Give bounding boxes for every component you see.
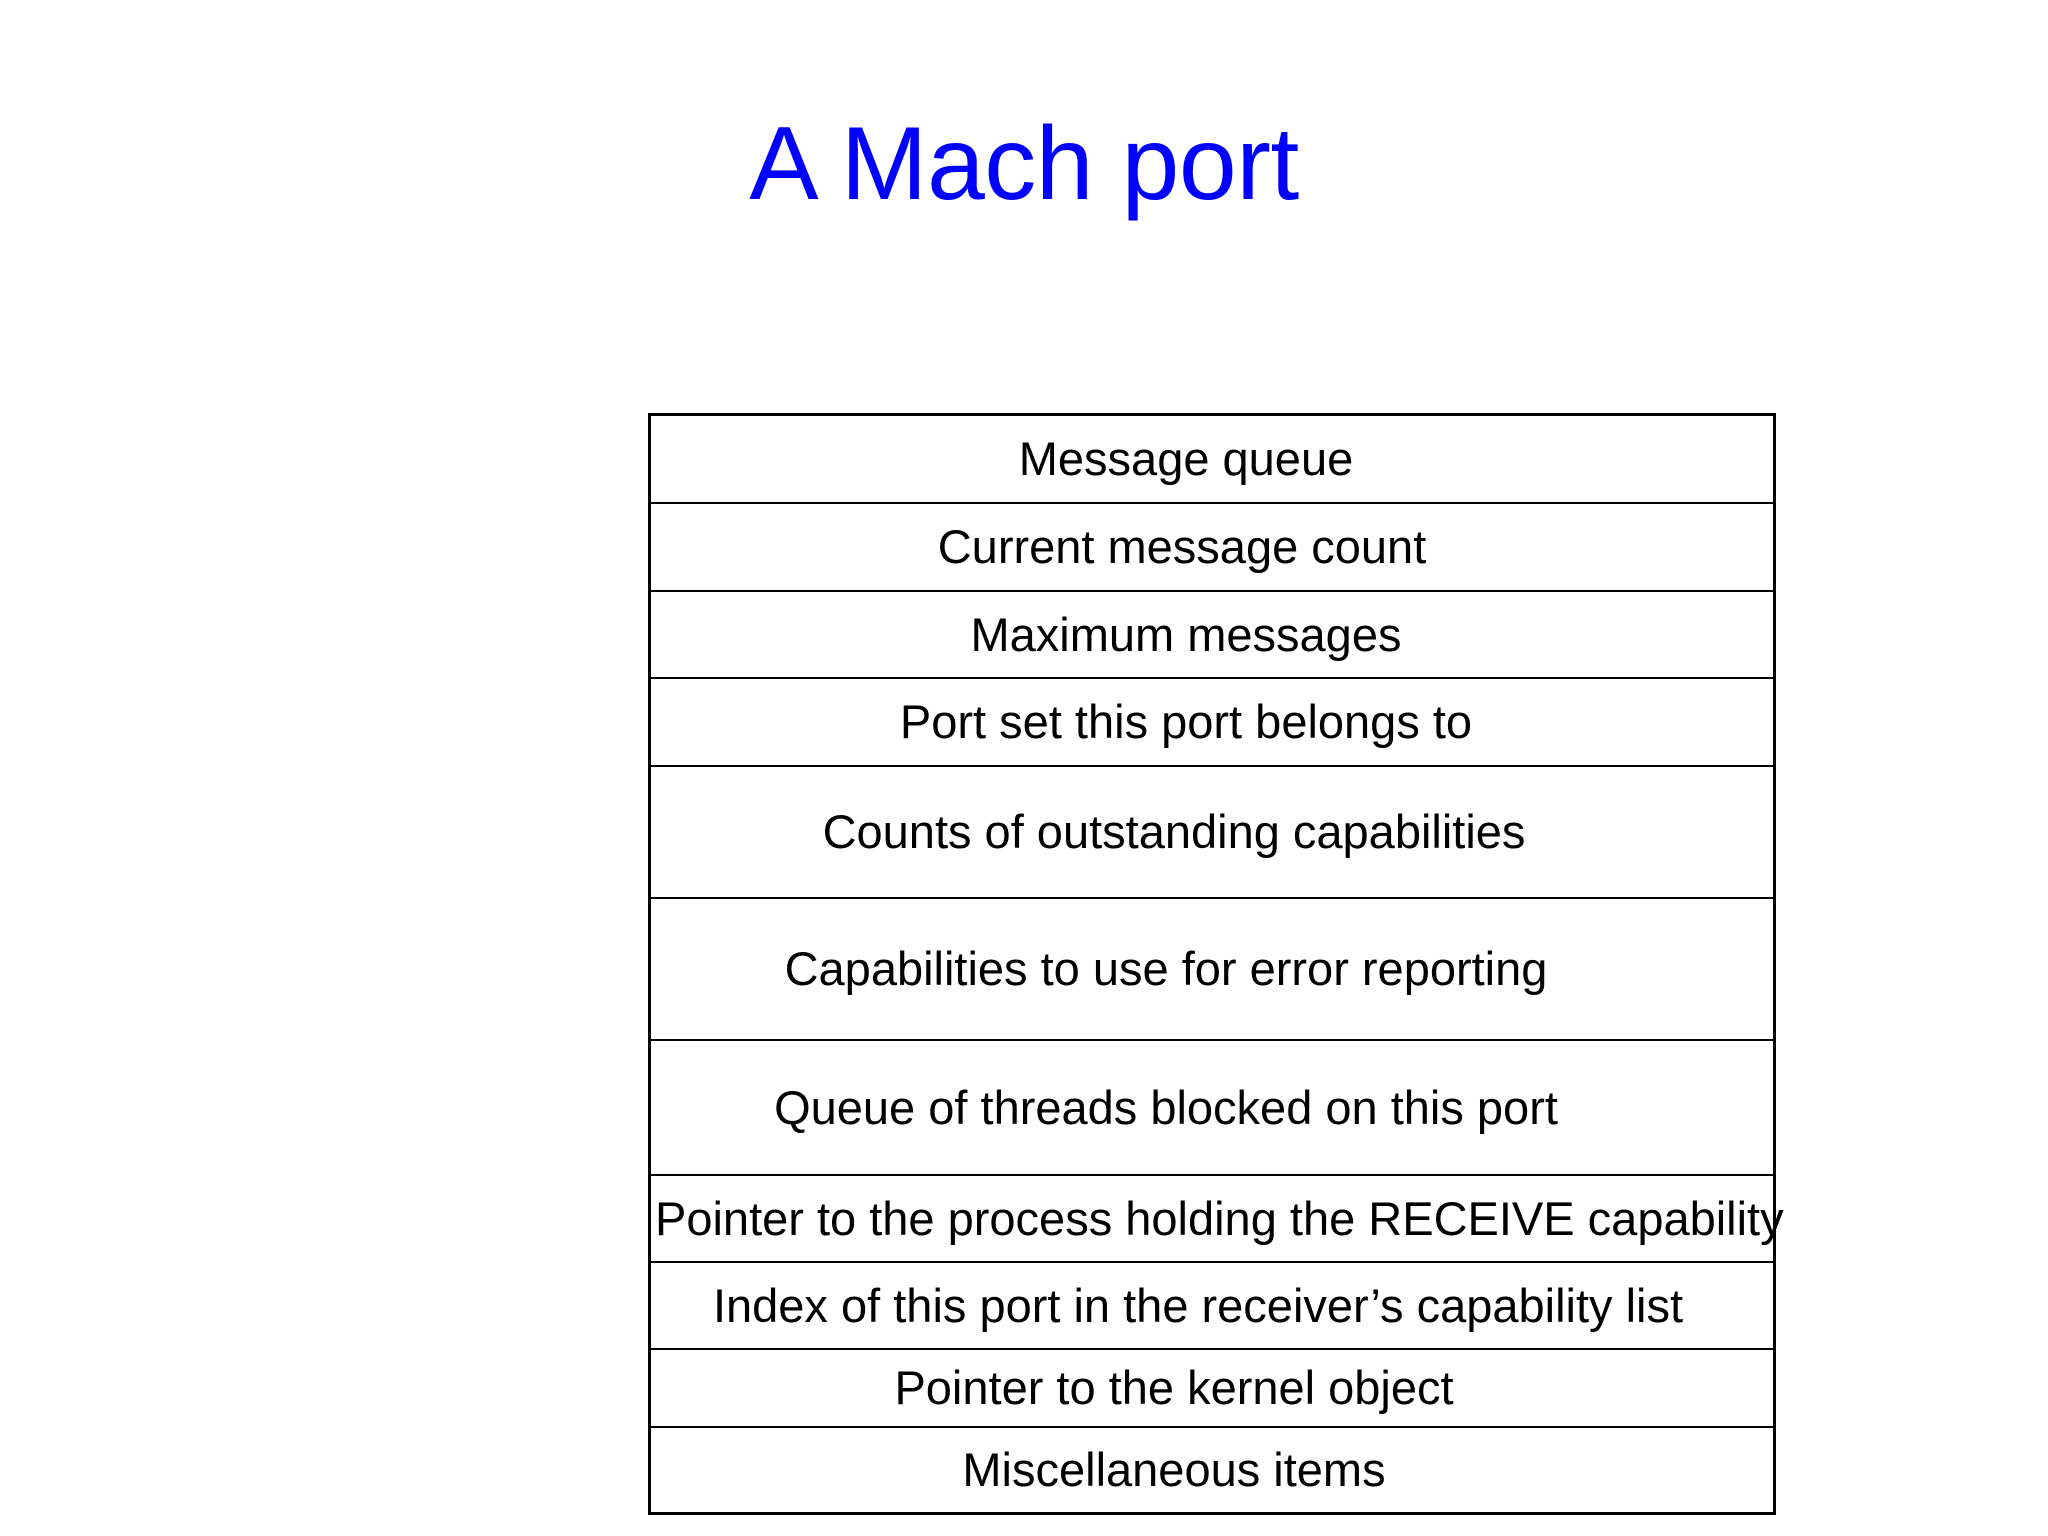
table-row: Pointer to the process holding the RECEI…	[651, 1176, 1784, 1263]
table-row: Current message count	[651, 504, 1773, 592]
row-label-port-index-in-capability-list: Index of this port in the receiver’s cap…	[712, 1278, 1684, 1332]
row-label-error-reporting-capabilities: Capabilities to use for error reporting	[784, 942, 1548, 995]
table-row: Message queue	[651, 416, 1773, 504]
table-row: Port set this port belongs to	[651, 679, 1773, 767]
row-label-maximum-messages: Maximum messages	[970, 607, 1402, 661]
row-label-port-set: Port set this port belongs to	[899, 695, 1473, 748]
mach-port-structure-table: Message queue Current message count Maxi…	[648, 413, 1784, 1515]
row-label-message-queue: Message queue	[1018, 432, 1354, 485]
table-row: Capabilities to use for error reporting	[651, 899, 1773, 1041]
row-label-outstanding-capability-counts: Counts of outstanding capabilities	[822, 805, 1526, 858]
table-row: Maximum messages	[651, 592, 1773, 679]
table-row: Counts of outstanding capabilities	[651, 767, 1773, 899]
row-label-receive-capability-holder-pointer: Pointer to the process holding the RECEI…	[655, 1191, 1784, 1245]
row-label-blocked-thread-queue: Queue of threads blocked on this port	[774, 1080, 1558, 1134]
row-label-miscellaneous-items: Miscellaneous items	[962, 1443, 1386, 1496]
table-row: Pointer to the kernel object	[651, 1350, 1773, 1428]
table-row: Index of this port in the receiver’s cap…	[651, 1263, 1773, 1350]
row-label-kernel-object-pointer: Pointer to the kernel object	[894, 1361, 1454, 1414]
table-row: Miscellaneous items	[651, 1428, 1773, 1512]
page-title: A Mach port	[749, 106, 1299, 222]
table-row: Queue of threads blocked on this port	[651, 1041, 1773, 1176]
row-label-current-message-count: Current message count	[937, 520, 1427, 573]
